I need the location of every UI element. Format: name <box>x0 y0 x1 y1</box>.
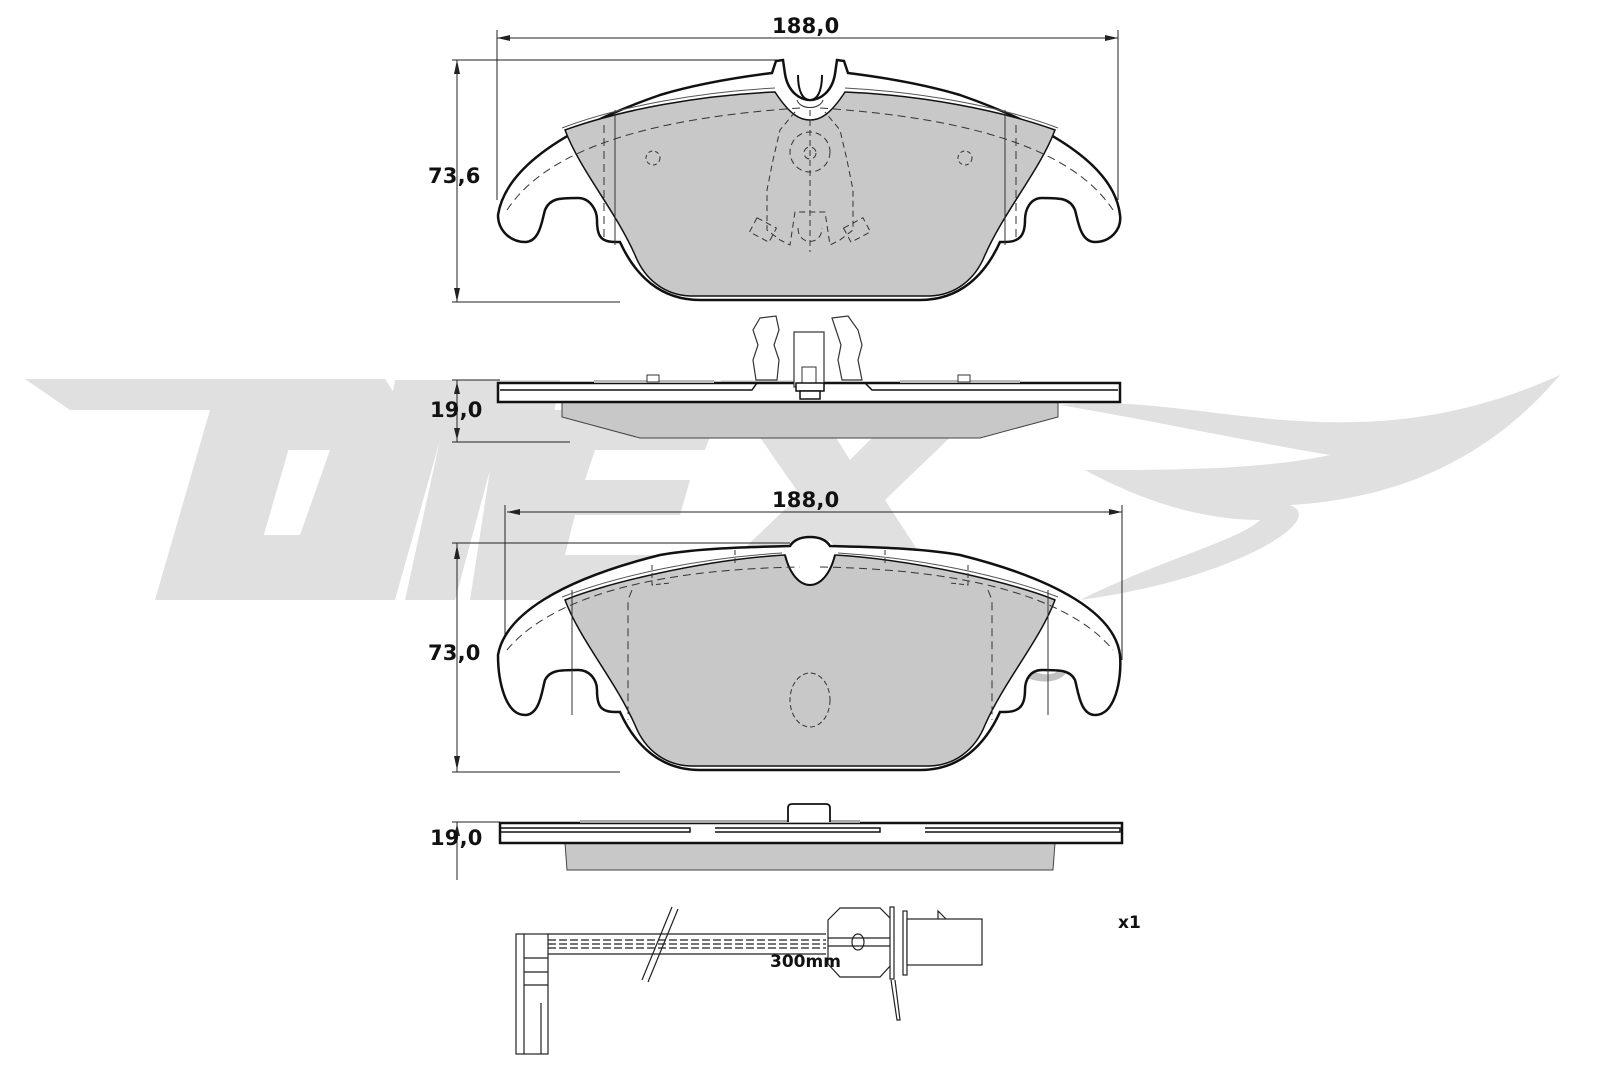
watermark-letter-o <box>165 410 420 600</box>
watermark-letter-m <box>355 380 560 600</box>
watermark-letter-e <box>505 410 720 600</box>
sensor-length-label: 300mm <box>770 952 841 972</box>
pad-2-front-view <box>452 505 1123 773</box>
pad-1-height-dimension: 73,6 <box>428 164 481 188</box>
center-mark-icon <box>789 672 831 728</box>
wear-sensor-drawing <box>515 906 983 1055</box>
pad-2-thickness-dimension: 19,0 <box>430 826 483 850</box>
pad-1-front-view <box>452 30 1122 303</box>
watermark-swoosh <box>1060 375 1560 600</box>
mounting-hole-icon <box>645 150 661 166</box>
mounting-hole-icon <box>957 150 973 166</box>
pad-2-height-dimension: 73,0 <box>428 641 481 665</box>
pad-2-side-view <box>452 803 1124 880</box>
pad-1-width-dimension: 188,0 <box>772 14 840 38</box>
pad-2-width-dimension: 188,0 <box>772 488 840 512</box>
sensor-quantity-label: x1 <box>1118 913 1141 933</box>
spring-clip-outline <box>748 110 872 252</box>
pad-1-thickness-dimension: 19,0 <box>430 398 483 422</box>
pad-1-side-view <box>452 315 1122 443</box>
